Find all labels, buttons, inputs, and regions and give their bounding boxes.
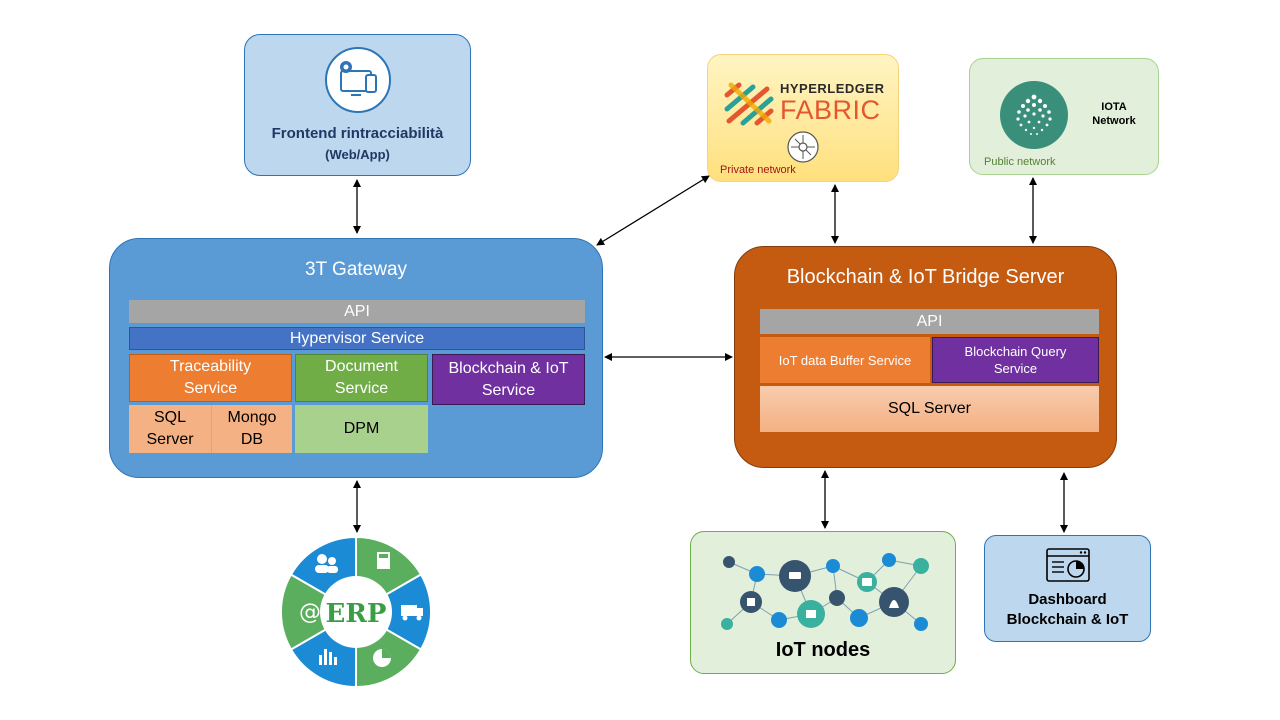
iot-network-graphic <box>721 553 929 631</box>
dpm-box: DPM <box>295 405 428 453</box>
erp-wheel-graphic: @ ERP <box>280 535 432 689</box>
gateway-api-bar: API <box>129 300 585 323</box>
iot-buffer-service-box: IoT data Buffer Service <box>760 337 930 383</box>
pie-chart-icon <box>373 649 391 667</box>
web-app-settings-icon <box>325 47 391 113</box>
blockchain-query-service-box: Blockchain Query Service <box>932 337 1099 383</box>
iot-nodes-label: IoT nodes <box>775 639 871 661</box>
iota-title-line1: IOTA <box>1101 101 1127 113</box>
private-network-label: Private network <box>720 164 796 176</box>
dashboard-box: Dashboard Blockchain & IoT <box>984 535 1151 642</box>
bridge-sql-server-box: SQL Server <box>760 386 1099 432</box>
iota-network-box: IOTA Network Public network <box>969 58 1159 175</box>
gateway-title: 3T Gateway <box>304 259 408 280</box>
frontend-subtitle: (Web/App) <box>325 147 390 162</box>
public-network-label: Public network <box>984 156 1056 168</box>
frontend-title: Frontend rintracciabilità <box>271 125 444 142</box>
blockchain-iot-service-box: Blockchain & IoT Service <box>432 354 585 405</box>
users-icon <box>315 554 338 573</box>
dashboard-title: Dashboard Blockchain & IoT <box>985 590 1150 630</box>
dashboard-icon <box>1046 548 1090 582</box>
fabric-node-icon <box>787 131 819 163</box>
frontend-box: Frontend rintracciabilità (Web/App) <box>244 34 471 176</box>
bridge-api-bar: API <box>760 309 1099 334</box>
fabric-title: FABRIC <box>780 95 881 125</box>
iota-network-title: IOTA Network <box>1078 100 1150 128</box>
iota-logo <box>1000 81 1068 149</box>
iot-nodes-box: IoT nodes <box>690 531 956 674</box>
bridge-server-box: Blockchain & IoT Bridge Server API IoT d… <box>734 246 1117 468</box>
hyperledger-fabric-box: HYPERLEDGER FABRIC Private network <box>707 54 899 182</box>
hypervisor-service-bar: Hypervisor Service <box>129 327 585 350</box>
traceability-service-box: Traceability Service <box>129 354 292 402</box>
erp-wheel: @ ERP <box>280 535 432 689</box>
iota-title-line2: Network <box>1092 115 1136 127</box>
calculator-icon <box>377 552 390 569</box>
bridge-title: Blockchain & IoT Bridge Server <box>786 266 1065 288</box>
arrow-gateway-hyperledger <box>596 175 710 246</box>
dashboard-title-line1: Dashboard <box>1028 591 1107 608</box>
dashboard-title-line2: Blockchain & IoT <box>1006 611 1129 628</box>
bar-chart-icon <box>319 649 337 665</box>
document-service-box: Document Service <box>295 354 428 402</box>
erp-label: ERP <box>326 599 387 629</box>
gateway-sql-server-box: SQL Server <box>129 405 211 453</box>
at-sign-icon: @ <box>299 600 321 625</box>
hyperledger-fabric-logo <box>724 82 774 126</box>
hyperledger-title: HYPERLEDGER <box>780 81 885 96</box>
gateway-box: 3T Gateway API Hypervisor Service Tracea… <box>109 238 603 478</box>
truck-icon <box>401 605 423 621</box>
mongo-db-box: Mongo DB <box>211 405 292 453</box>
